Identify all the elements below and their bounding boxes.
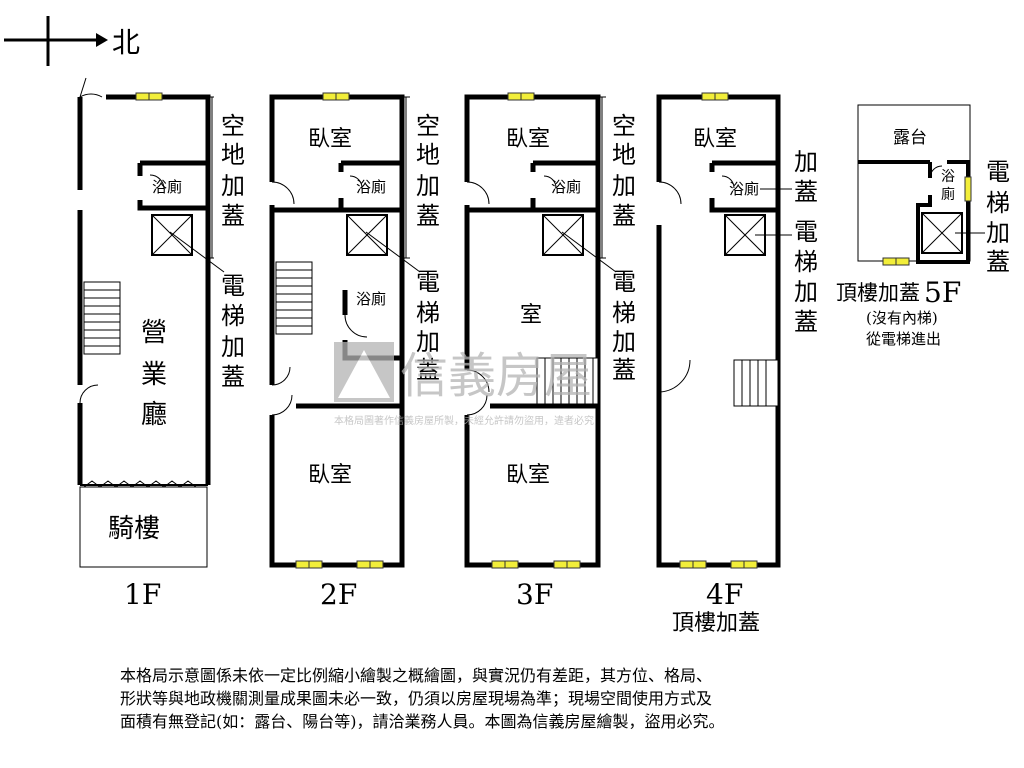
- f3-side-elev-4: 蓋: [612, 356, 636, 384]
- window-icon: [730, 560, 758, 569]
- f5-side-elev-2: 梯: [986, 189, 1010, 217]
- f5-terrace-label: 露台: [893, 128, 927, 148]
- f4-side-elev-1: 電: [794, 218, 818, 246]
- north-arrow: 北: [4, 16, 140, 66]
- f3-dimension-line: [561, 96, 617, 273]
- north-label: 北: [112, 26, 140, 59]
- watermark-small: 本格局圖著作信義房屋所製，未經允許請勿盜用，違者必究: [334, 414, 594, 427]
- f3-bedroom-top: 臥室: [506, 127, 550, 152]
- f2-dimension-line: [365, 96, 421, 273]
- f3-side-empty-3: 加: [612, 172, 636, 200]
- f3-floor-label: 3F: [516, 578, 553, 611]
- f2-side-elev-3: 加: [416, 328, 440, 356]
- window-icon: [882, 257, 910, 266]
- f5-side-elev-3: 加: [986, 219, 1010, 247]
- disclaimer-line-1: 本格局示意圖係未依一定比例縮小繪製之概繪圖，與實況仍有差距，其方位、格局、: [120, 666, 713, 685]
- f1-side-empty-2: 地: [221, 141, 245, 169]
- f1-side-empty-3: 加: [221, 172, 245, 200]
- f5-title-prefix: 頂樓加蓋: [836, 281, 920, 305]
- f3-side-empty-2: 地: [612, 141, 636, 169]
- f1-floor-label: 1F: [124, 578, 161, 611]
- disclaimer-line-3: 面積有無登記(如：露台、陽台等)，請洽業務人員。本圖為信義房屋繪製，盜用必究。: [120, 712, 725, 731]
- f1-dimension-line: [169, 96, 225, 273]
- folding-door-icon: [83, 480, 197, 488]
- f1-hall-2: 業: [141, 360, 167, 390]
- f4-bedroom-top: 臥室: [693, 127, 737, 152]
- f2-side-empty-4: 蓋: [416, 202, 440, 230]
- f1-side-empty-1: 空: [221, 112, 245, 140]
- f1-hall-3: 廳: [141, 400, 167, 430]
- elevator-shaft-icon: [346, 214, 388, 256]
- f4-side-added-1: 加: [794, 148, 818, 176]
- floor-1f-plan: 浴廁 營 業 廳 騎樓 1F 空 地 加 蓋 電 梯 加 蓋: [77, 77, 245, 611]
- window-icon: [679, 560, 707, 569]
- elevator-shaft-icon: [151, 214, 193, 256]
- f1-side-elev-2: 梯: [221, 302, 245, 330]
- f3-side-empty-4: 蓋: [612, 202, 636, 230]
- f5-note-line2: 從電梯進出: [866, 330, 941, 348]
- floor-3f-plan: 臥室 浴廁 室 臥室 3F 空 地 加 蓋 電 梯 加 蓋: [464, 92, 636, 611]
- stairs-icon: [536, 357, 599, 405]
- f4-side-elev-3: 加: [794, 278, 818, 306]
- f1-bath-label: 浴廁: [152, 178, 182, 196]
- f1-side-empty-4: 蓋: [221, 202, 245, 230]
- f5-title-floor: 5F: [924, 276, 961, 309]
- f3-side-elev-3: 加: [612, 328, 636, 356]
- f5-bath-1: 浴: [941, 169, 955, 185]
- f1-side-elev-3: 加: [221, 333, 245, 361]
- f2-bedroom-bottom: 臥室: [308, 463, 352, 488]
- floor-4f-plan: 臥室 浴廁 4F 頂樓加蓋 加 蓋 電 梯 加 蓋: [656, 92, 818, 636]
- disclaimer-note: 本格局示意圖係未依一定比例縮小繪製之概繪圖，與實況仍有差距，其方位、格局、 形狀…: [120, 664, 920, 733]
- f2-side-elev-1: 電: [416, 268, 440, 296]
- elevator-shaft-icon: [542, 214, 584, 256]
- f1-hall-1: 營: [141, 318, 167, 348]
- f4-bath-label: 浴廁: [729, 180, 759, 198]
- f4-side-elev-4: 蓋: [794, 308, 818, 336]
- window-icon: [322, 92, 350, 101]
- window-icon: [356, 560, 384, 569]
- window-icon: [507, 92, 535, 101]
- f3-bedroom-bottom: 臥室: [506, 463, 550, 488]
- f3-side-elev-1: 電: [612, 268, 636, 296]
- stairs-icon: [83, 281, 121, 355]
- f4-floor-sublabel: 頂樓加蓋: [672, 611, 760, 636]
- stairs-icon: [275, 261, 313, 335]
- f2-bath-mid: 浴廁: [356, 290, 386, 308]
- f2-side-empty-3: 加: [416, 172, 440, 200]
- watermark-brand: 信義房屋: [400, 348, 592, 404]
- f3-side-empty-1: 空: [612, 112, 636, 140]
- window-icon: [701, 92, 729, 101]
- window-icon: [553, 560, 581, 569]
- f2-floor-label: 2F: [320, 578, 357, 611]
- f5-side-elev-4: 蓋: [986, 248, 1010, 276]
- f2-side-elev-2: 梯: [416, 299, 440, 327]
- f3-bath-label: 浴廁: [551, 178, 581, 196]
- f1-arcade-label: 騎樓: [108, 514, 160, 544]
- watermark: 信義房屋 本格局圖著作信義房屋所製，未經允許請勿盜用，違者必究: [334, 342, 594, 427]
- f2-bedroom-top: 臥室: [308, 127, 352, 152]
- f4-floor-label: 4F: [706, 578, 743, 611]
- window-icon: [135, 92, 163, 101]
- window-icon: [964, 176, 972, 202]
- window-icon: [491, 560, 519, 569]
- stairs-icon: [733, 359, 779, 407]
- f4-side-added-2: 蓋: [794, 178, 818, 206]
- floor-2f-plan: 臥室 浴廁 浴廁 臥室 2F 空 地 加 蓋 電 梯 加 蓋: [269, 92, 440, 611]
- f5-side-elev-1: 電: [986, 158, 1010, 186]
- f3-room-mid: 室: [520, 303, 542, 328]
- f2-bath-top: 浴廁: [356, 178, 386, 196]
- f3-side-elev-2: 梯: [612, 299, 636, 327]
- f4-side-elev-2: 梯: [794, 248, 818, 276]
- f1-side-elev-1: 電: [221, 272, 245, 300]
- f2-side-empty-2: 地: [416, 141, 440, 169]
- f2-side-elev-4: 蓋: [416, 356, 440, 384]
- f2-side-empty-1: 空: [416, 112, 440, 140]
- window-icon: [295, 560, 323, 569]
- f5-note-line1: (沒有內梯): [866, 309, 938, 327]
- f1-side-elev-4: 蓋: [221, 363, 245, 391]
- disclaimer-line-2: 形狀等與地政機關測量成果圖未必一致，仍須以房屋現場為準；現場空間使用方式及: [120, 689, 713, 708]
- floor-5f-plan: 露台 浴 廁 電 梯 加 蓋 頂樓加蓋 5F (沒有內梯) 從電梯進出: [836, 104, 1010, 348]
- f5-bath-2: 廁: [941, 186, 955, 203]
